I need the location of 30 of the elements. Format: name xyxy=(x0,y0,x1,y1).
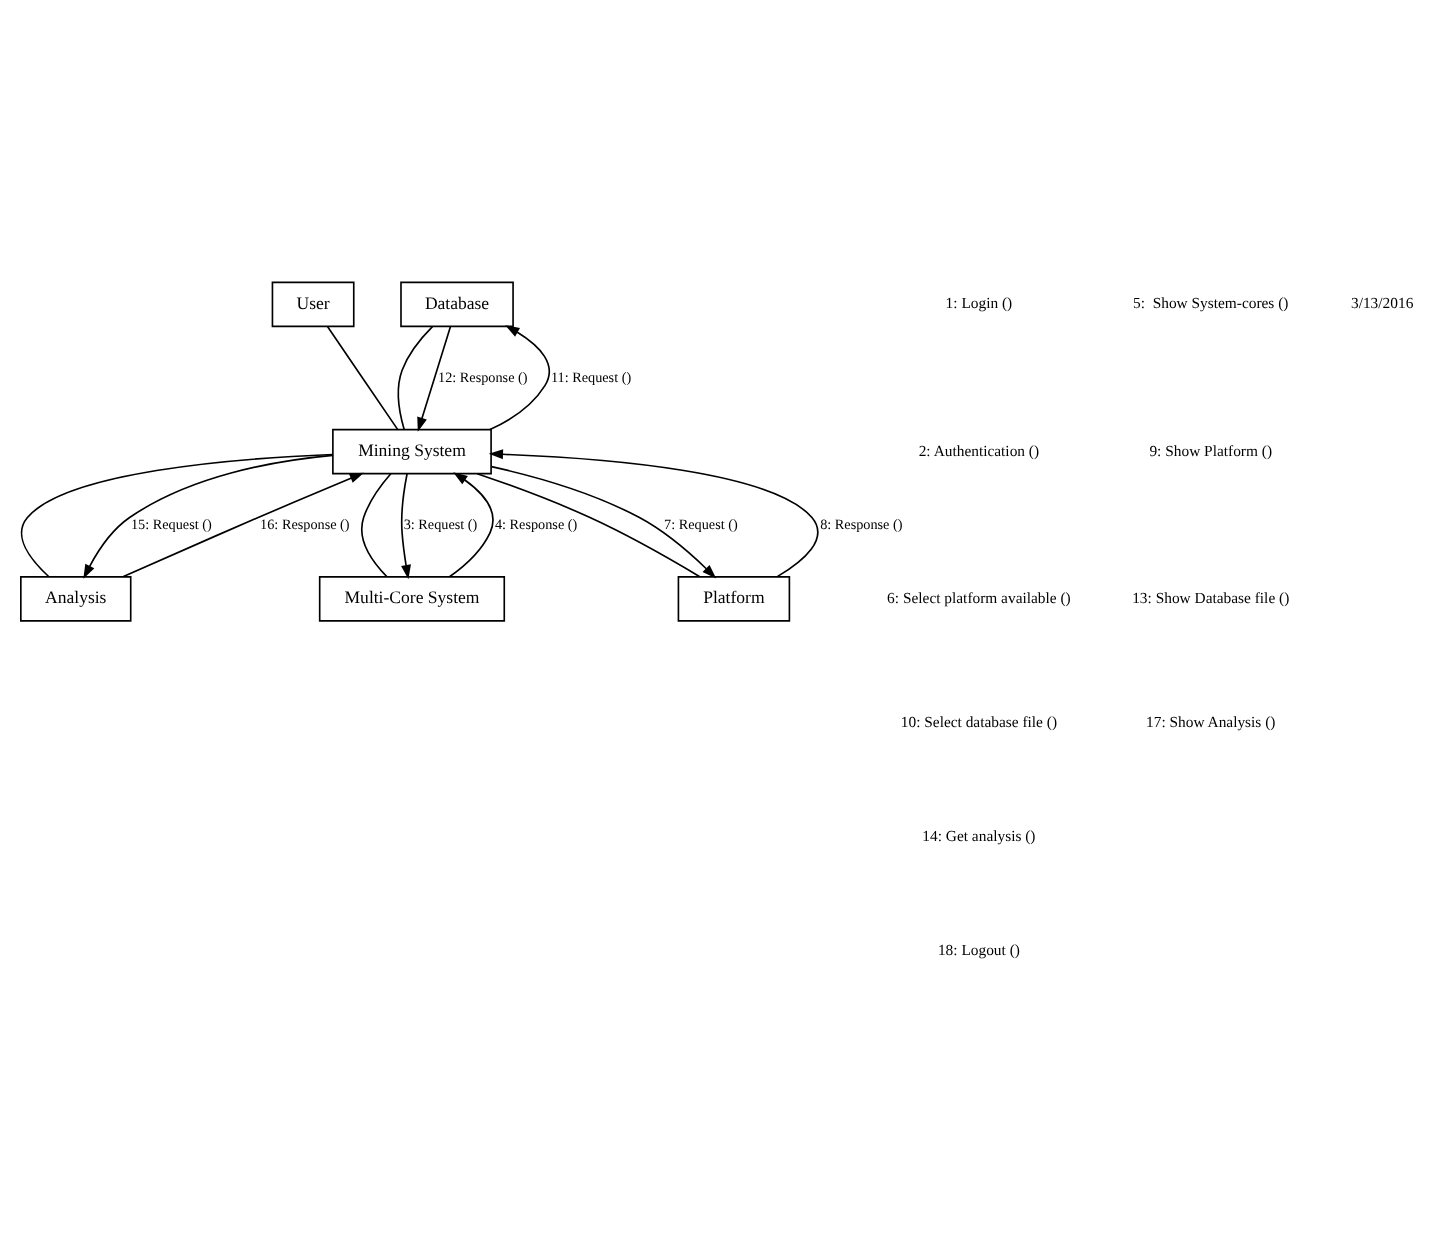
arrow xyxy=(400,472,411,580)
arrow xyxy=(489,325,551,431)
label: 5: Show System-cores () xyxy=(1133,294,1289,313)
label: 10: Select database file () xyxy=(900,712,1058,731)
node-box: Platform xyxy=(677,576,791,622)
connector xyxy=(476,472,701,578)
connector xyxy=(397,325,434,431)
node-box: Database xyxy=(400,281,514,328)
label: 9: Show Platform () xyxy=(1149,441,1273,460)
label: 18: Logout () xyxy=(937,941,1020,960)
label: 14: Get analysis () xyxy=(922,826,1036,845)
node-box: Mining System xyxy=(332,428,492,475)
arrow xyxy=(122,472,364,578)
arrow xyxy=(488,449,819,578)
label: 13: Show Database file () xyxy=(1132,588,1290,607)
connector xyxy=(326,325,399,431)
node-box: User xyxy=(271,281,355,328)
arrow xyxy=(417,325,452,432)
node-box: Analysis xyxy=(20,576,132,622)
label: 2: Authentication () xyxy=(918,441,1040,460)
label: 3/13/2016 xyxy=(1350,294,1414,313)
node-box: Multi-Core System xyxy=(318,576,506,622)
connector xyxy=(20,453,334,578)
arrow xyxy=(490,465,717,579)
arrow xyxy=(83,454,334,579)
label: 6: Select platform available () xyxy=(887,588,1071,607)
label: 17: Show Analysis () xyxy=(1146,712,1276,731)
connector xyxy=(361,472,392,578)
arrow xyxy=(448,472,494,578)
label: 1: Login () xyxy=(945,294,1013,313)
